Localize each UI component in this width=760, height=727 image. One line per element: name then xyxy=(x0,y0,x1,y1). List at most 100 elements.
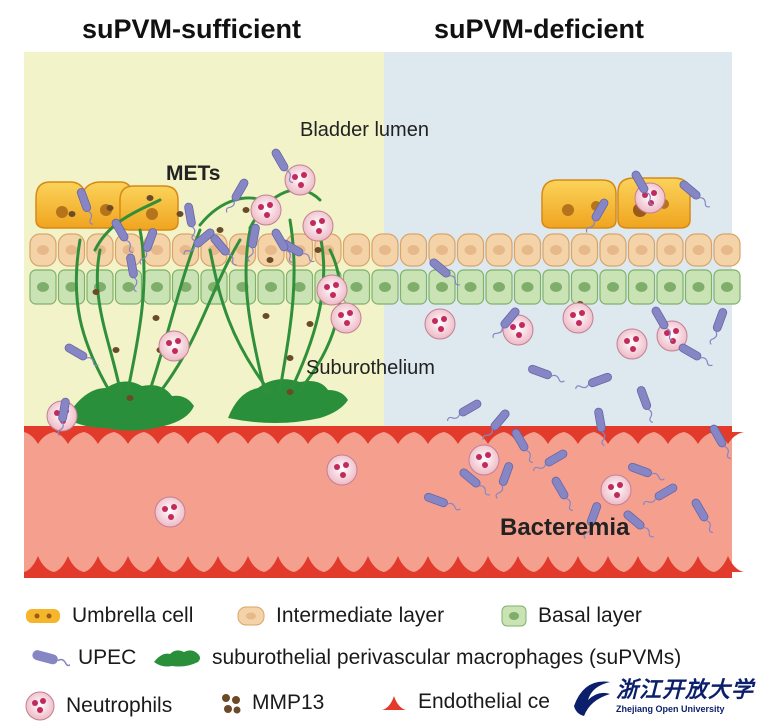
mmp13-dot xyxy=(242,207,250,213)
upec-bacterium xyxy=(636,386,654,424)
umbrella-cells-left xyxy=(35,181,179,231)
intermediate-cell-icon xyxy=(237,606,265,626)
mmp13-dot xyxy=(306,321,314,327)
neutrophil xyxy=(330,302,362,334)
legend-intermediate: Intermediate layer xyxy=(236,604,444,628)
intermediate-layer xyxy=(29,233,741,267)
endothelial-wall-top xyxy=(24,426,744,444)
mmp13-dot xyxy=(216,227,224,233)
upec-bacterium xyxy=(126,253,138,293)
upec-bacterium xyxy=(139,228,158,265)
legend-endothelial: Endothelial ce xyxy=(380,690,550,714)
legend-endothelial-label: Endothelial ce xyxy=(418,690,550,713)
upec-bacterium xyxy=(642,483,678,506)
upec-bacterium xyxy=(623,510,655,538)
mmp13-dot xyxy=(112,347,120,353)
upec-bacterium xyxy=(651,306,674,342)
neutrophil xyxy=(616,328,648,360)
legend-macrophages: suburothelial perivascular macrophages (… xyxy=(150,646,681,670)
upec-bacterium xyxy=(594,407,606,447)
mmp13-dot xyxy=(68,211,76,217)
upec-bacterium xyxy=(271,228,294,264)
upec-bacterium xyxy=(574,372,612,390)
university-logo: 浙江开放大学 Zhejiang Open University xyxy=(568,668,760,727)
mmp13-dot xyxy=(126,395,134,401)
endothelial-cell-icon xyxy=(382,696,406,710)
upec-bacterium xyxy=(709,308,728,345)
neutrophil xyxy=(316,274,348,306)
neutrophil xyxy=(250,194,282,226)
upec-bacteria xyxy=(57,148,732,539)
upec-bacterium xyxy=(271,148,294,184)
upec-bacterium xyxy=(225,178,249,213)
macrophage-icon xyxy=(154,650,200,667)
upec-bacterium xyxy=(111,218,134,254)
legend-umbrella-label: Umbrella cell xyxy=(72,604,194,627)
legend: Umbrella cell Intermediate layer Basal l… xyxy=(0,596,760,727)
upec-icon xyxy=(32,650,70,667)
neutrophil xyxy=(600,474,632,506)
upec-bacterium xyxy=(495,462,514,499)
upec-bacterium xyxy=(57,397,70,437)
upec-bacterium xyxy=(492,307,520,339)
mmp13-dot xyxy=(266,257,274,263)
upec-bacterium xyxy=(628,462,665,481)
mmp13-dot xyxy=(152,315,160,321)
mmp13-dot xyxy=(286,389,294,395)
mmp13-dot xyxy=(286,355,294,361)
legend-neutrophils: Neutrophils xyxy=(24,690,172,722)
suPVM-macrophages xyxy=(66,188,348,431)
mmp13-dot xyxy=(92,289,100,295)
basal-cell-icon xyxy=(501,605,527,627)
mmp13-dot xyxy=(314,247,322,253)
right-panel-title: suPVM-deficient xyxy=(434,14,645,44)
upec-bacterium xyxy=(583,502,602,539)
legend-upec-label: UPEC xyxy=(78,646,137,669)
endothelial-wall-bottom xyxy=(24,556,744,578)
upec-bacterium xyxy=(64,343,99,367)
upec-bacterium xyxy=(446,399,482,422)
legend-basal-label: Basal layer xyxy=(538,604,642,627)
bacteremia-label: Bacteremia xyxy=(500,514,630,541)
upec-bacterium xyxy=(429,258,461,286)
legend-mmp13: MMP13 xyxy=(218,690,324,716)
upec-bacterium xyxy=(631,170,654,206)
logo-chinese-name: 浙江开放大学 xyxy=(616,677,755,703)
neutrophil xyxy=(158,330,190,362)
upec-bacterium xyxy=(691,498,714,534)
upec-bacterium xyxy=(247,223,260,263)
legend-macrophages-label: suburothelial perivascular macrophages (… xyxy=(212,646,682,669)
upec-bacterium xyxy=(528,364,565,383)
neutrophils xyxy=(46,164,688,528)
neutrophil xyxy=(302,210,334,242)
upec-bacterium xyxy=(709,424,732,460)
logo-english-name: Zhejiang Open University xyxy=(616,704,725,714)
upec-bacterium xyxy=(585,198,609,233)
upec-bacterium xyxy=(482,409,510,441)
legend-umbrella: Umbrella cell xyxy=(24,604,193,628)
university-emblem-icon xyxy=(574,681,610,716)
upec-bacterium xyxy=(551,476,574,512)
upec-bacterium xyxy=(459,468,491,496)
left-panel-title: suPVM-sufficient xyxy=(82,14,302,44)
legend-upec: UPEC xyxy=(26,646,136,670)
neutrophil xyxy=(424,308,456,340)
neutrophil-icon xyxy=(25,691,55,721)
mechanism-diagram: Bladder lumen METs Suburothelium Bactere… xyxy=(24,52,744,578)
mmp13-icon xyxy=(222,694,241,714)
mmp13-dot xyxy=(262,313,270,319)
upec-bacterium xyxy=(678,343,713,367)
neutrophil xyxy=(562,302,594,334)
mmp13-dot xyxy=(176,211,184,217)
mets-label: METs xyxy=(166,162,220,185)
neutrophil xyxy=(284,164,316,196)
legend-intermediate-label: Intermediate layer xyxy=(276,604,445,627)
upec-bacterium xyxy=(184,202,196,242)
neutrophil xyxy=(326,454,358,486)
bladder-lumen-label: Bladder lumen xyxy=(300,119,429,141)
umbrella-cells-right xyxy=(541,177,691,229)
legend-neutrophils-label: Neutrophils xyxy=(66,694,173,717)
mmp13-dot xyxy=(106,205,114,211)
upec-bacterium xyxy=(511,428,534,464)
upec-bacterium xyxy=(679,180,711,208)
